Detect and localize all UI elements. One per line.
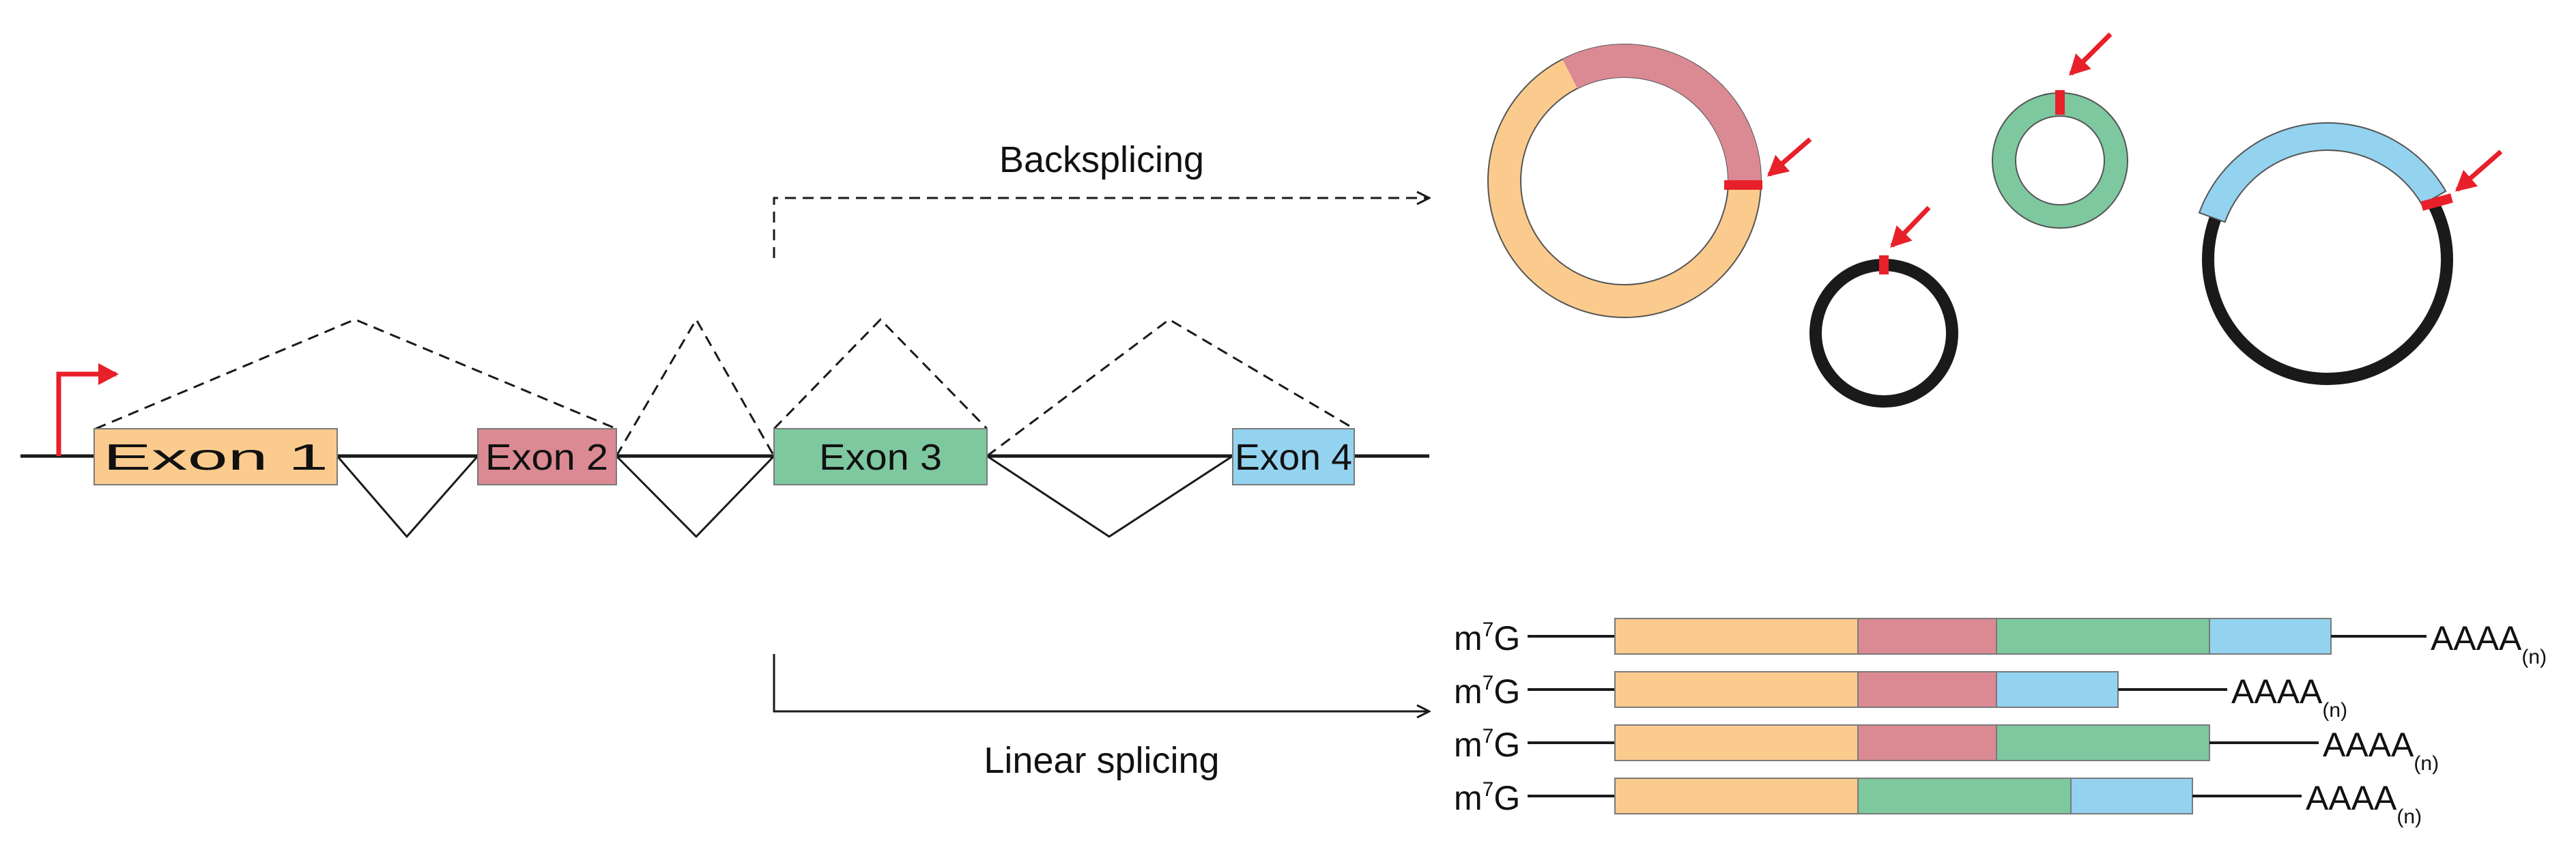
exon4-segment xyxy=(2070,778,2193,814)
exon-1-box xyxy=(94,428,338,485)
cap-label: m7G xyxy=(1454,672,1520,711)
exon2-segment xyxy=(1857,671,1997,708)
exon3-segment xyxy=(1996,618,2210,655)
backsplice-junction xyxy=(2420,193,2453,211)
exon3-segment xyxy=(1996,724,2210,761)
exon3-segment xyxy=(1857,778,2072,814)
linear-splice-connectors xyxy=(336,455,1233,539)
mrna-isoform-1: m7G AAAA(n) xyxy=(1454,618,2547,668)
polya-tail-label: AAAA(n) xyxy=(2431,619,2547,668)
circrna-intron-ring xyxy=(1809,259,1958,408)
exon1-segment xyxy=(1614,671,1859,708)
circular-rnas xyxy=(1487,32,2503,408)
exon1-segment xyxy=(1614,724,1859,761)
circrna-exon4-arc xyxy=(2198,122,2447,223)
junction-pointer-arrow xyxy=(1890,205,1931,248)
circrna-intron xyxy=(1809,205,1958,408)
exon-4-label: Exon 4 xyxy=(1235,437,1352,478)
mrna-isoform-3: m7G AAAA(n) xyxy=(1454,724,2439,775)
backsplicing-arrow xyxy=(773,198,1429,258)
gene-model: Exon 1 Exon 2 Exon 3 Exon 4 xyxy=(20,317,1429,539)
exon4-segment xyxy=(1996,671,2119,708)
splice-junction-1-2 xyxy=(336,455,479,539)
junction-pointer-arrow xyxy=(2455,150,2503,192)
circrna-exon3-ring xyxy=(1992,93,2128,228)
polya-tail-label: AAAA(n) xyxy=(2306,779,2422,828)
circrna-inner-edge xyxy=(1520,76,1729,285)
linear-splicing-path: Linear splicing xyxy=(773,654,1429,781)
mrna-isoform-4: m7G AAAA(n) xyxy=(1454,778,2422,828)
exon-2-label: Exon 2 xyxy=(485,437,608,478)
exon-3-box xyxy=(773,428,988,485)
backsplice-arc-exon4-intron xyxy=(986,318,1355,457)
exon-3-label: Exon 3 xyxy=(819,437,942,478)
circrna-exon3 xyxy=(1992,32,2128,229)
backsplice-arc-intron xyxy=(615,317,775,457)
cap-label: m7G xyxy=(1454,725,1520,764)
exon-1-label: Exon 1 xyxy=(103,437,328,478)
exon2-segment xyxy=(1857,724,1997,761)
splice-junction-2-3 xyxy=(615,455,775,539)
linear-splicing-label: Linear splicing xyxy=(984,740,1219,781)
circrna-exon4-intron xyxy=(2198,122,2503,385)
backsplice-arc-exon1-exon2 xyxy=(95,318,617,430)
exon-2-box xyxy=(477,428,617,485)
backsplice-arcs xyxy=(95,317,1355,457)
backsplice-arc-exon3 xyxy=(773,317,988,430)
exon4-segment xyxy=(2209,618,2332,655)
junction-pointer-arrow xyxy=(1766,137,1812,177)
circrna-inner-edge xyxy=(2015,115,2105,205)
exon-4-box xyxy=(1232,428,1355,485)
mrna-isoform-2: m7G AAAA(n) xyxy=(1454,671,2347,722)
cap-label: m7G xyxy=(1454,619,1520,657)
exon2-segment xyxy=(1857,618,1997,655)
polya-tail-label: AAAA(n) xyxy=(2231,672,2347,722)
linear-splicing-arrow xyxy=(773,654,1429,711)
backsplicing-path: Backsplicing xyxy=(773,139,1429,258)
backsplicing-label: Backsplicing xyxy=(999,139,1204,180)
polya-tail-label: AAAA(n) xyxy=(2323,726,2439,775)
cap-label: m7G xyxy=(1454,778,1520,817)
splice-junction-3-4 xyxy=(986,455,1233,538)
circrna-exon1-exon2 xyxy=(1487,44,1812,318)
tss-arrow xyxy=(56,363,119,456)
circrna-exon2-arc xyxy=(1562,44,1761,186)
exon1-segment xyxy=(1614,778,1859,814)
linear-mrna-isoforms: m7G AAAA(n) m7G AAAA(n) m7G AAAA(n) m7G AAAA(n) xyxy=(1454,618,2547,828)
junction-pointer-arrow xyxy=(2069,32,2113,76)
exon1-segment xyxy=(1614,618,1859,655)
